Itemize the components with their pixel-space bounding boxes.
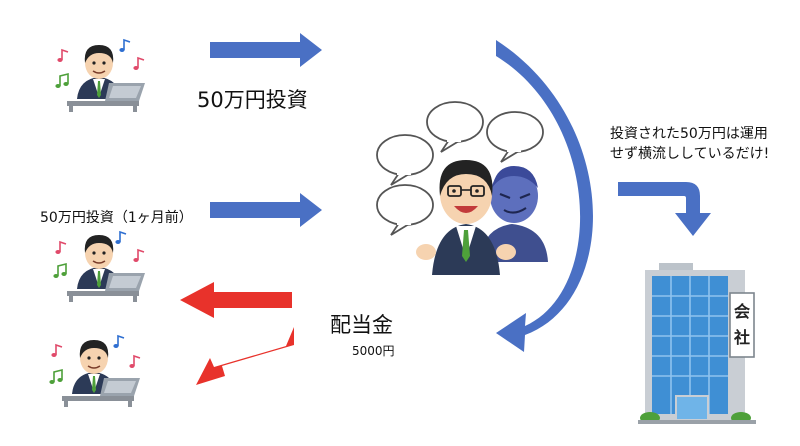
to-company-arrow	[618, 182, 711, 236]
invest-arrow	[210, 193, 322, 227]
smiling-broker-icon	[416, 160, 516, 275]
building-sign-char: 会	[734, 302, 750, 321]
investor-icon	[54, 39, 146, 113]
invest-previous-label: 50万円投資（1ヶ月前）	[40, 210, 193, 226]
explanation-note: 投資された50万円は運用 せず横流ししているだけ!	[610, 124, 769, 164]
investor-icon	[52, 231, 146, 303]
investor-icon	[48, 335, 141, 408]
explanation-note-line: 投資された50万円は運用	[610, 126, 768, 142]
explanation-note-line: せず横流ししているだけ!	[610, 146, 770, 162]
company-building-icon: 会 社	[638, 263, 756, 424]
dividend-amount-label: 5000円	[352, 344, 395, 358]
dividend-arrow	[180, 282, 292, 318]
dividend-arrow	[196, 327, 294, 385]
invest-label: 50万円投資	[197, 88, 308, 112]
invest-arrow	[210, 33, 322, 67]
building-sign-char: 社	[733, 328, 750, 347]
dividend-label: 配当金	[330, 313, 393, 337]
